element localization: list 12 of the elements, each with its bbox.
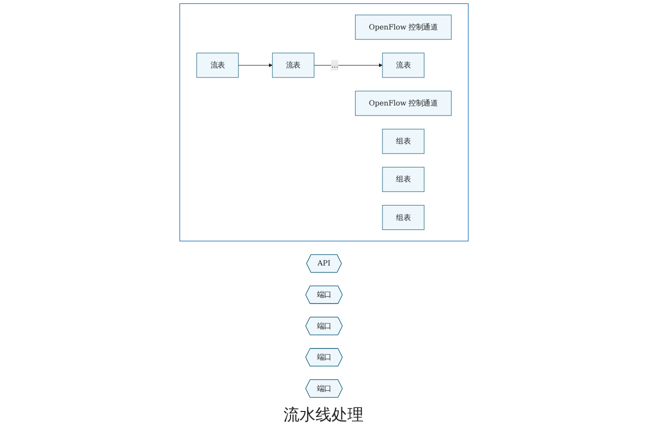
node-box	[196, 52, 238, 78]
node-box	[382, 166, 424, 192]
node-box	[382, 128, 424, 154]
node-box	[382, 204, 424, 230]
arrow	[313, 63, 382, 68]
arrow	[238, 63, 272, 68]
node-box	[354, 90, 452, 116]
pipeline-label: 流水线处理	[284, 405, 364, 426]
node-box	[272, 52, 314, 78]
node-box	[354, 14, 452, 40]
node-box	[382, 52, 424, 78]
cluster	[178, 3, 468, 242]
